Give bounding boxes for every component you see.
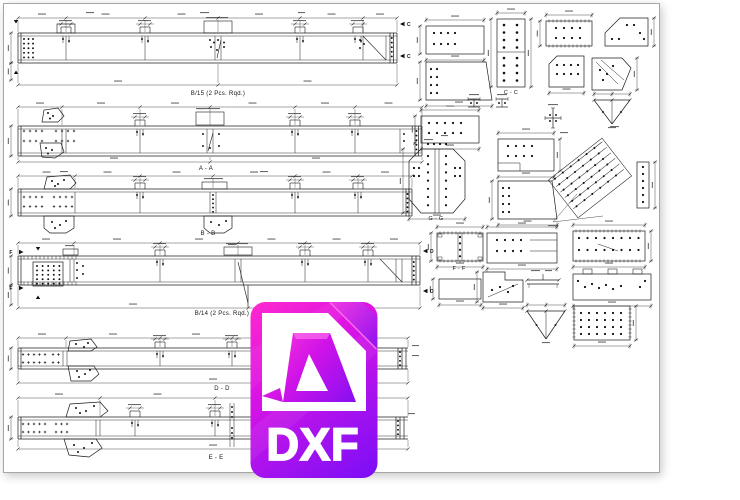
detail-plate-top-1 — [416, 15, 486, 63]
section-cut-marker-f: F — [9, 285, 24, 292]
svg-text:D: D — [430, 249, 434, 255]
detail-corner-gusset — [473, 270, 525, 311]
dxf-icon-fold-crease — [329, 301, 378, 350]
section-cut-marker-f: F — [9, 249, 24, 256]
detail-cross-detail — [544, 104, 562, 129]
detail-tee-pair — [467, 94, 509, 108]
svg-text:C: C — [407, 22, 411, 28]
detail-plate-e1 — [485, 222, 559, 272]
detail-skew-side-plate — [636, 160, 657, 210]
beam-aa: A - A — [7, 102, 424, 172]
detail-plate-d2 — [488, 179, 559, 228]
detail-plate-hatched — [536, 10, 594, 48]
detail-small-rect — [429, 277, 483, 308]
dxf-file-icon: DXF — [250, 301, 378, 478]
section-cut-marker-c: C — [400, 53, 411, 60]
cad-drawing: B/15 (2 Pcs. Rqd.) A - A B - B B/14 (2 Pcs.… — [7, 8, 657, 461]
section-cut-marker-d: D — [423, 288, 434, 295]
beam-bb: B - B — [7, 171, 414, 237]
detail-gusset-diag — [591, 56, 639, 92]
detail-plate-d1 — [496, 128, 562, 180]
beam-b15: B/15 (2 Pcs. Rqd.) — [7, 12, 399, 97]
detail-plate-grid — [572, 304, 638, 349]
detail-section-cc-plate: C - C — [487, 8, 533, 96]
detail-gusset-gg: G - G — [399, 135, 467, 222]
section-label: A - A — [199, 166, 213, 172]
detail-skew-lattice — [548, 126, 632, 227]
section-label: E - E — [209, 455, 224, 461]
svg-text:D: D — [430, 289, 434, 295]
detail-plate-arch — [547, 55, 586, 96]
section-label: F - F — [452, 266, 465, 272]
detail-section-ff-plate: F - F — [427, 222, 485, 272]
section-label: B/15 (2 Pcs. Rqd.) — [191, 91, 245, 97]
dxf-label: DXF — [267, 419, 360, 470]
section-cut-marker-d: D — [423, 248, 434, 255]
detail-plate-notched — [571, 268, 653, 309]
section-label: G - G — [429, 216, 444, 222]
svg-text:F: F — [9, 250, 12, 256]
section-label: B - B — [201, 231, 216, 237]
beam-b14: B/14 (2 Pcs. Rqd.) — [7, 238, 422, 317]
detail-bracket-small — [525, 270, 561, 288]
svg-text:C: C — [407, 54, 411, 60]
detail-plate-e2 — [571, 220, 653, 270]
section-label: D - D — [214, 386, 230, 392]
detail-plate-trap — [416, 60, 494, 109]
detail-fan-top — [592, 91, 632, 129]
detail-fan-bottom — [525, 302, 567, 344]
section-label: C - C — [504, 90, 518, 96]
section-cut-marker-c: C — [400, 21, 411, 28]
dxf-logo-a-icon — [262, 333, 356, 402]
svg-text:F: F — [9, 286, 12, 292]
section-label: B/14 (2 Pcs. Rqd.) — [195, 311, 249, 317]
detail-gusset-tr — [604, 16, 656, 48]
